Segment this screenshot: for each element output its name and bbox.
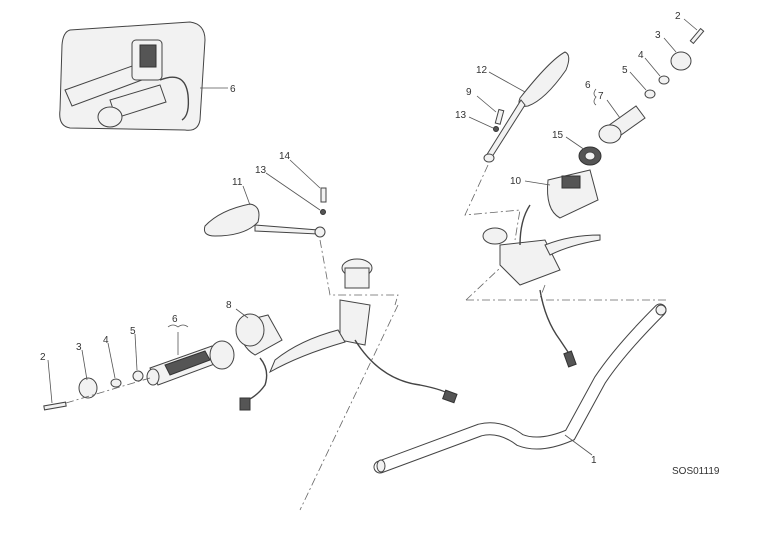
callout-4-left: 4 [103,335,109,346]
left-clutch-lever-assembly [268,258,458,404]
right-mirror [483,51,570,163]
callout-11: 11 [232,177,243,188]
callout-5-left: 5 [130,326,136,337]
bolt-14 [320,187,327,203]
part-4-left [110,378,122,388]
callout-3-left: 3 [76,342,82,353]
leader-lines [47,18,698,456]
callout-2-left: 2 [40,352,46,363]
drawing-code: SOS01119 [672,466,720,477]
part-2-left [43,401,67,411]
callout-4-right: 4 [638,50,644,61]
left-switch [235,313,283,411]
washer-13 [493,126,499,132]
left-mirror [204,203,326,238]
callout-6-right: 6 [585,80,591,91]
callout-12: 12 [476,65,488,76]
callout-9: 9 [466,87,472,98]
callout-13-right: 13 [455,110,467,121]
callout-8: 8 [226,300,232,311]
washer-13-left [320,209,326,215]
part-5-left [132,370,144,382]
callout-7-right: 7 [598,91,604,102]
bolt-9 [494,108,505,125]
inset-detail-grip [59,21,228,131]
part-3-left [78,377,98,399]
callout-14: 14 [279,151,291,162]
callout-10: 10 [510,176,522,187]
callout-6-left: 6 [172,314,178,325]
callout-2-right: 2 [675,11,681,22]
callout-3-right: 3 [655,30,661,41]
callout-6-inset: 6 [230,84,236,95]
callout-15: 15 [552,130,564,141]
callout-1: 1 [591,455,597,466]
callout-5-right: 5 [622,65,628,76]
callout-13-left: 13 [255,165,267,176]
left-grip [146,340,235,386]
right-grip-assembly [547,27,705,219]
right-brake-lever-assembly [482,204,601,368]
